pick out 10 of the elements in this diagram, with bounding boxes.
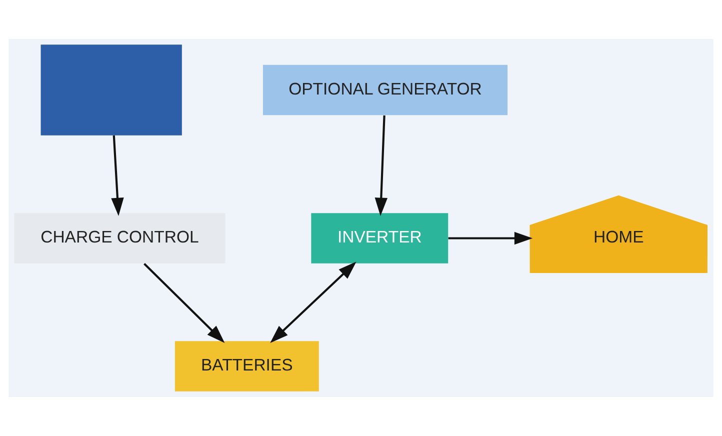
arrow [144, 263, 225, 344]
node-box: INVERTER [311, 213, 448, 264]
arrow [374, 115, 388, 216]
arrow [448, 232, 533, 245]
arrow [111, 135, 124, 216]
node-box: OPTIONAL GENERATOR [262, 64, 508, 116]
arrow [270, 262, 356, 343]
node-box: BATTERIES [174, 341, 319, 392]
node-box [40, 44, 182, 136]
node-box: CHARGE CONTROL [14, 213, 226, 264]
